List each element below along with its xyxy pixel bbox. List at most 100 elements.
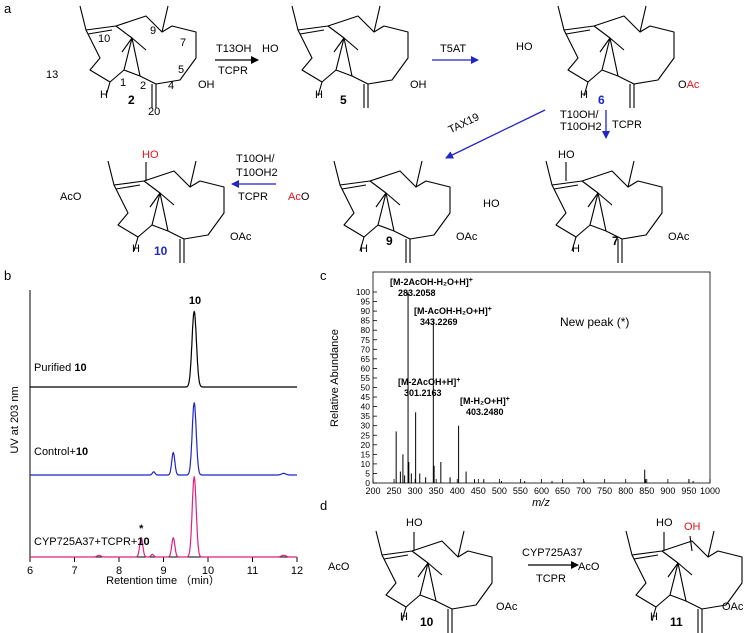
arrow-6-7-label-1: T10OH/: [560, 109, 599, 121]
d-atom-oac-10: OAc: [496, 601, 518, 613]
c-ytick-label: 75: [361, 335, 371, 345]
b-series-label-prefix: Purified: [34, 362, 74, 374]
b-series-label-prefix: Control+: [34, 446, 76, 458]
c-ytick-label: 35: [361, 411, 371, 421]
d-atom-ho-11: HO: [656, 517, 673, 529]
panel-label-d: d: [320, 498, 327, 513]
atom-number-10: 10: [98, 33, 110, 45]
panel-label-c: c: [320, 268, 327, 283]
atom-number-7: 7: [180, 37, 186, 49]
atom-number-13: 13: [46, 69, 58, 81]
d-atom-h-10: H: [400, 611, 408, 623]
atom-h-9: H: [360, 243, 368, 255]
compound-label-7: 7: [612, 234, 619, 248]
bond-oh-11b: [689, 535, 693, 552]
b-ylabel: UV at 203 nm: [9, 386, 21, 453]
arrow-5-6-label: T5AT: [440, 43, 466, 55]
c-ytick-label: 90: [361, 306, 371, 316]
b-xlabel: Retention time （min）: [106, 574, 220, 587]
atom-number-4: 4: [168, 80, 174, 92]
c-xtick-label: 400: [450, 486, 465, 496]
c-peaks: [395, 292, 694, 483]
arrow-2-5-label-2: TCPR: [218, 65, 248, 77]
c-ann-3-ion: [M-2AcOH+H]+: [398, 377, 460, 387]
b-series-label: Control+10: [34, 446, 88, 458]
d-atom-h-11: H: [650, 611, 658, 623]
b-series-label-bold: 10: [74, 362, 86, 374]
compound-label-10: 10: [154, 244, 168, 258]
c-ann-3-mz: 301.2163: [404, 388, 442, 398]
c-ann-1-mz: 283.2058: [398, 288, 436, 298]
atom-h-6: H: [580, 89, 588, 101]
atom-number-1: 1: [120, 77, 126, 89]
atom-number-5: 5: [178, 64, 184, 76]
atom-ac-9: Ac: [288, 191, 301, 203]
c-title: New peak (*): [560, 315, 629, 329]
c-ytick-label: 80: [361, 325, 371, 335]
atom-oac-10: OAc: [230, 231, 252, 243]
d-atom-aco-11: AcO: [578, 561, 600, 573]
c-ann-4-ion: [M-H₂O+H]+: [460, 396, 510, 406]
atom-ho-10: HO: [142, 149, 159, 161]
atom-h-2: H: [100, 89, 108, 101]
c-ann-1-ion: [M-2AcOH-H₂O+H]+: [390, 277, 473, 287]
arrow-2-5-label-1: T13OH: [216, 43, 252, 55]
compound-label-9: 9: [386, 234, 393, 248]
c-ytick-label: 50: [361, 383, 371, 393]
structure-7: [545, 160, 663, 264]
c-xtick-label: 450: [471, 486, 486, 496]
c-xtick-label: 900: [660, 486, 675, 496]
compound-label-5: 5: [340, 93, 347, 107]
compound-label-2: 2: [128, 93, 135, 107]
structure-11-d: [625, 530, 743, 633]
atom-o-6: O: [678, 79, 687, 91]
b-xtick-label: 6: [27, 565, 33, 577]
c-xtick-label: 650: [555, 486, 570, 496]
panel-label-b: b: [4, 268, 11, 283]
d-atom-ho-10: HO: [406, 517, 423, 529]
c-ytick-label: 0: [365, 478, 370, 488]
b-peak-label: 10: [189, 295, 201, 307]
b-xtick-label: 7: [71, 565, 77, 577]
c-ytick-label: 95: [361, 297, 371, 307]
c-xtick-label: 1000: [700, 486, 720, 496]
arrow-9-10-label-1: T10OH/: [236, 153, 275, 165]
atom-oac-7: OAc: [668, 231, 690, 243]
b-series-label: CYP725A37+TCPR+10: [34, 536, 150, 548]
c-ytick-label: 15: [361, 449, 371, 459]
atom-ho-7b: HO: [483, 198, 500, 210]
atom-oh-5: OH: [410, 79, 427, 91]
c-ytick-label: 70: [361, 344, 371, 354]
atom-number-9: 9: [150, 25, 156, 37]
c-xtick-label: 950: [681, 486, 696, 496]
b-xtick-label: 10: [202, 565, 214, 577]
c-xtick-label: 500: [492, 486, 507, 496]
d-arrow-label-2: TCPR: [536, 573, 566, 585]
c-ytick-label: 10: [361, 459, 371, 469]
arrow-6-7-label-3: TCPR: [612, 119, 642, 131]
d-atom-oac-11: OAc: [722, 601, 744, 613]
c-ytick-label: 45: [361, 392, 371, 402]
d-atom-oh-11: OH: [684, 521, 701, 533]
c-xtick-label: 700: [576, 486, 591, 496]
c-ytick-label: 5: [365, 468, 370, 478]
b-trace: [30, 475, 297, 558]
c-xtick-label: 350: [429, 486, 444, 496]
d-arrow-label-1: CYP725A37: [522, 547, 583, 559]
arrow-9-10-label-2: T10OH2: [236, 167, 278, 179]
c-ylabel: Relative Abundance: [329, 329, 341, 427]
c-ytick-label: 30: [361, 421, 371, 431]
c-ann-2-mz: 343.2269: [420, 317, 458, 327]
arrow-9-10-label-3: TCPR: [238, 191, 268, 203]
c-xtick-label: 750: [597, 486, 612, 496]
c-xtick-label: 200: [365, 486, 380, 496]
b-star-label: *: [139, 523, 144, 535]
b-xtick-label: 12: [291, 565, 303, 577]
c-ytick-label: 85: [361, 316, 371, 326]
arrow-6-7-label-2: T10OH2: [560, 121, 602, 133]
atom-h-10: H: [132, 243, 140, 255]
